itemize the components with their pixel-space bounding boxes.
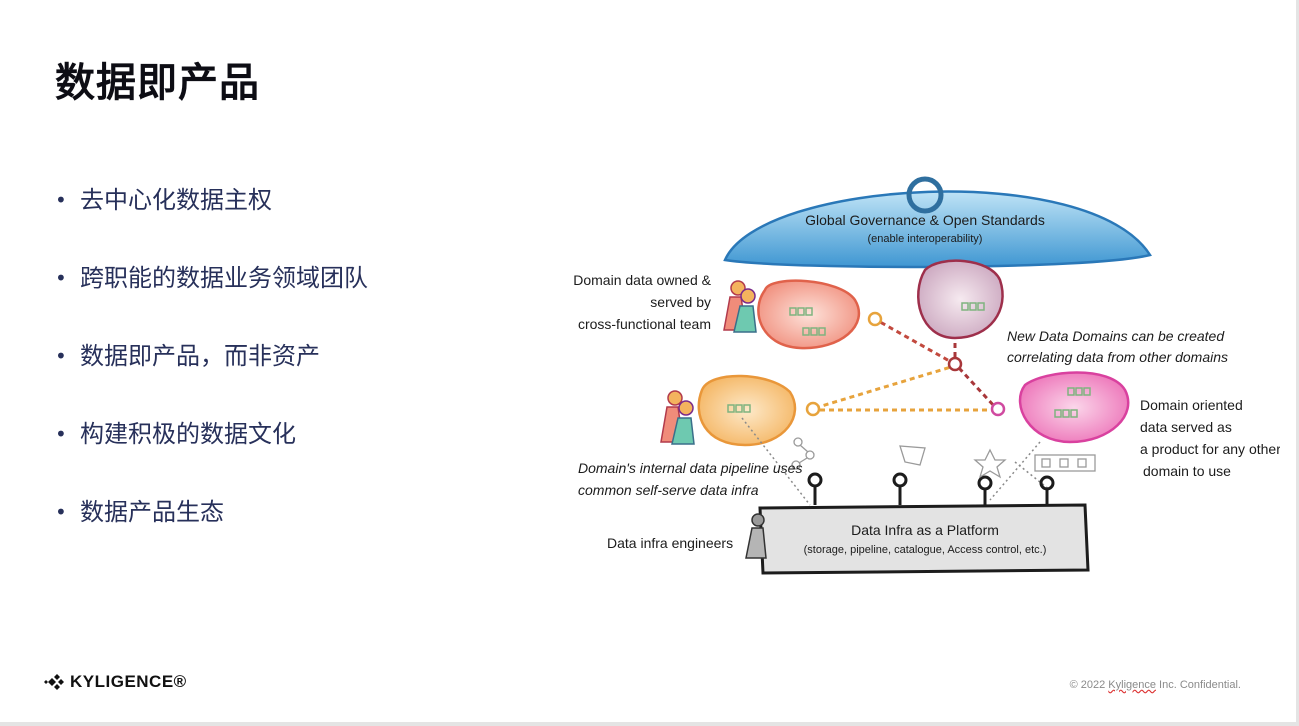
sketch-icons (791, 437, 1096, 479)
governance-icon (906, 176, 944, 214)
team-icon (723, 280, 757, 333)
copyright-suffix: Inc. Confidential. (1156, 679, 1241, 691)
copyright-brand: Kyligence (1108, 679, 1156, 691)
label-domain-owned-2: served by (650, 294, 711, 310)
slide-title: 数据即产品 (55, 60, 260, 106)
domain-purple (917, 259, 1004, 340)
governance-title: Global Governance & Open Standards (805, 212, 1045, 228)
bullet-text: 去中心化数据主权 (80, 186, 272, 214)
engineers-icon (745, 513, 767, 559)
label-domain-oriented-1: Domain oriented (1140, 397, 1243, 413)
bullet-item: • 数据即产品，而非资产 (55, 336, 368, 414)
domain-pink (1018, 371, 1130, 444)
label-engineers: Data infra engineers (607, 535, 733, 551)
domain-links (814, 316, 997, 412)
bullet-item: • 构建积极的数据文化 (55, 414, 368, 492)
label-domain-oriented-3: a product for any other (1140, 441, 1280, 457)
label-new-domains-2: correlating data from other domains (1007, 349, 1228, 365)
label-pipeline-2: common self-serve data infra (578, 482, 759, 498)
bullet-dot: • (55, 422, 67, 446)
bullet-text: 跨职能的数据业务领域团队 (80, 264, 368, 292)
logo-text: KYLIGENCE® (70, 672, 187, 691)
platform-block: Data Infra as a Platform (storage, pipel… (758, 503, 1090, 575)
data-product-icon (789, 307, 826, 336)
governance-dome: Global Governance & Open Standards (enab… (723, 176, 1152, 269)
bullet-item: • 跨职能的数据业务领域团队 (55, 258, 368, 336)
label-domain-oriented-4: domain to use (1143, 463, 1231, 479)
kyligence-logo: KYLIGENCE® (44, 672, 187, 692)
label-domain-oriented-2: data served as (1140, 419, 1232, 435)
label-pipeline-1: Domain's internal data pipeline uses (578, 460, 802, 476)
domain-orange (697, 374, 797, 447)
kyligence-logo-icon (44, 674, 64, 690)
bullet-dot: • (55, 188, 67, 212)
bullet-item: • 数据产品生态 (55, 492, 368, 570)
platform-connectors (807, 472, 1055, 505)
bullet-item: • 去中心化数据主权 (55, 180, 368, 258)
bullet-text: 构建积极的数据文化 (80, 420, 296, 448)
governance-subtitle: (enable interoperability) (868, 233, 983, 245)
bullet-dot: • (55, 500, 67, 524)
slide-edge-bottom (0, 722, 1299, 726)
copyright-prefix: © 2022 (1069, 679, 1109, 691)
team-icon (660, 390, 695, 445)
slide-edge-right (1296, 0, 1299, 726)
bullet-text: 数据即产品，而非资产 (80, 342, 320, 370)
label-domain-owned-1: Domain data owned & (573, 272, 711, 288)
platform-title: Data Infra as a Platform (851, 522, 999, 538)
data-mesh-diagram: Global Governance & Open Standards (enab… (573, 176, 1280, 575)
domain-red (757, 279, 861, 350)
bullet-list: • 去中心化数据主权 • 跨职能的数据业务领域团队 • 数据即产品，而非资产 • 构建积… (55, 180, 368, 570)
copyright-footer: © 2022 Kyligence Inc. Confidential. (1070, 679, 1241, 691)
link-nodes (805, 311, 1006, 417)
bullet-text: 数据产品生态 (80, 498, 224, 526)
bullet-dot: • (55, 344, 67, 368)
pipeline-links (741, 417, 1051, 506)
bullet-dot: • (55, 266, 67, 290)
label-new-domains-1: New Data Domains can be created (1007, 328, 1225, 344)
platform-subtitle: (storage, pipeline, catalogue, Access co… (804, 544, 1047, 556)
label-domain-owned-3: cross-functional team (578, 316, 711, 332)
